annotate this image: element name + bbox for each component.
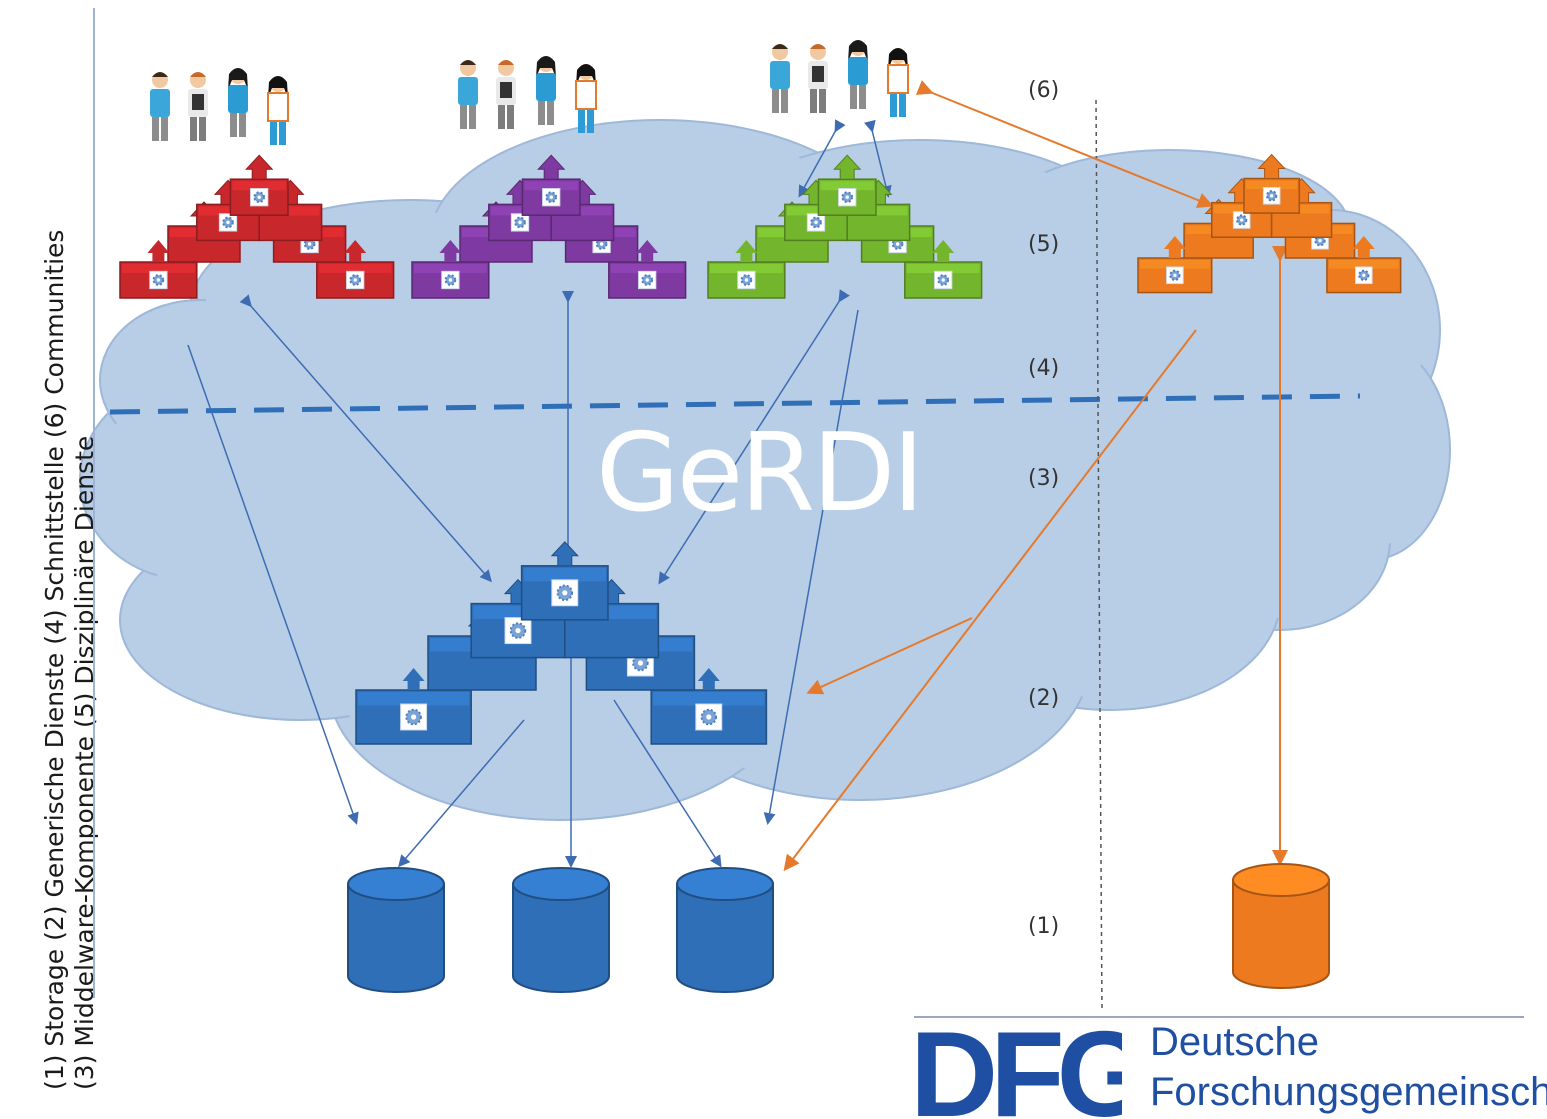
database-icon [347, 883, 445, 993]
users-group-3 [770, 40, 909, 117]
external-separator-line [1095, 99, 1103, 1013]
dfg-name-line-1: Deutsche [1150, 1020, 1319, 1064]
dfg-mark-icon: DFG [914, 1020, 1122, 1119]
green-community-services [707, 154, 983, 299]
blue-connection-arrows [187, 119, 892, 868]
level-label-1: (1) [1028, 914, 1060, 939]
person-body [848, 57, 868, 85]
users-group-2 [458, 56, 597, 133]
purple-community-services [411, 154, 687, 299]
database-icon [676, 883, 774, 993]
level-label-4: (4) [1028, 356, 1060, 381]
dfg-mark-text: DFG [914, 1020, 1122, 1119]
up-arrow-icon [245, 154, 274, 180]
person-body [228, 85, 248, 113]
level-label-5: (5) [1028, 232, 1060, 257]
database-icon [512, 883, 610, 993]
vertical-legend: (1) Storage (2) Generische Dienste (4) S… [0, 0, 110, 1117]
person-body [536, 73, 556, 101]
dfg-logo: DFG Deutsche Forschungsgemeinschaft [914, 1012, 1547, 1119]
gerdi-title: GeRDI [596, 411, 924, 536]
up-arrow-icon [537, 154, 566, 180]
dfg-logo-rule [914, 1016, 1524, 1018]
legend-divider [93, 8, 95, 998]
person-body [150, 89, 170, 117]
legend-line-1: (1) Storage (2) Generische Dienste (4) S… [40, 229, 69, 1090]
orange-connection-arrows [783, 80, 1288, 872]
level-label-6: (6) [1028, 78, 1060, 103]
level-label-3: (3) [1028, 466, 1060, 491]
up-arrow-icon [550, 541, 579, 567]
users-group-1 [150, 68, 289, 145]
person-body [458, 77, 478, 105]
up-arrow-icon [1257, 153, 1286, 180]
database-icon [1232, 879, 1330, 989]
red-community-services [119, 154, 395, 299]
level-label-2: (2) [1028, 686, 1060, 711]
storage-databases [347, 863, 1330, 993]
generic-services-pyramid [355, 541, 768, 745]
dfg-name-line-2: Forschungsgemeinschaft [1150, 1070, 1547, 1114]
orange-external-services [1137, 153, 1402, 294]
up-arrow-icon [833, 154, 862, 180]
person-body [770, 61, 790, 89]
